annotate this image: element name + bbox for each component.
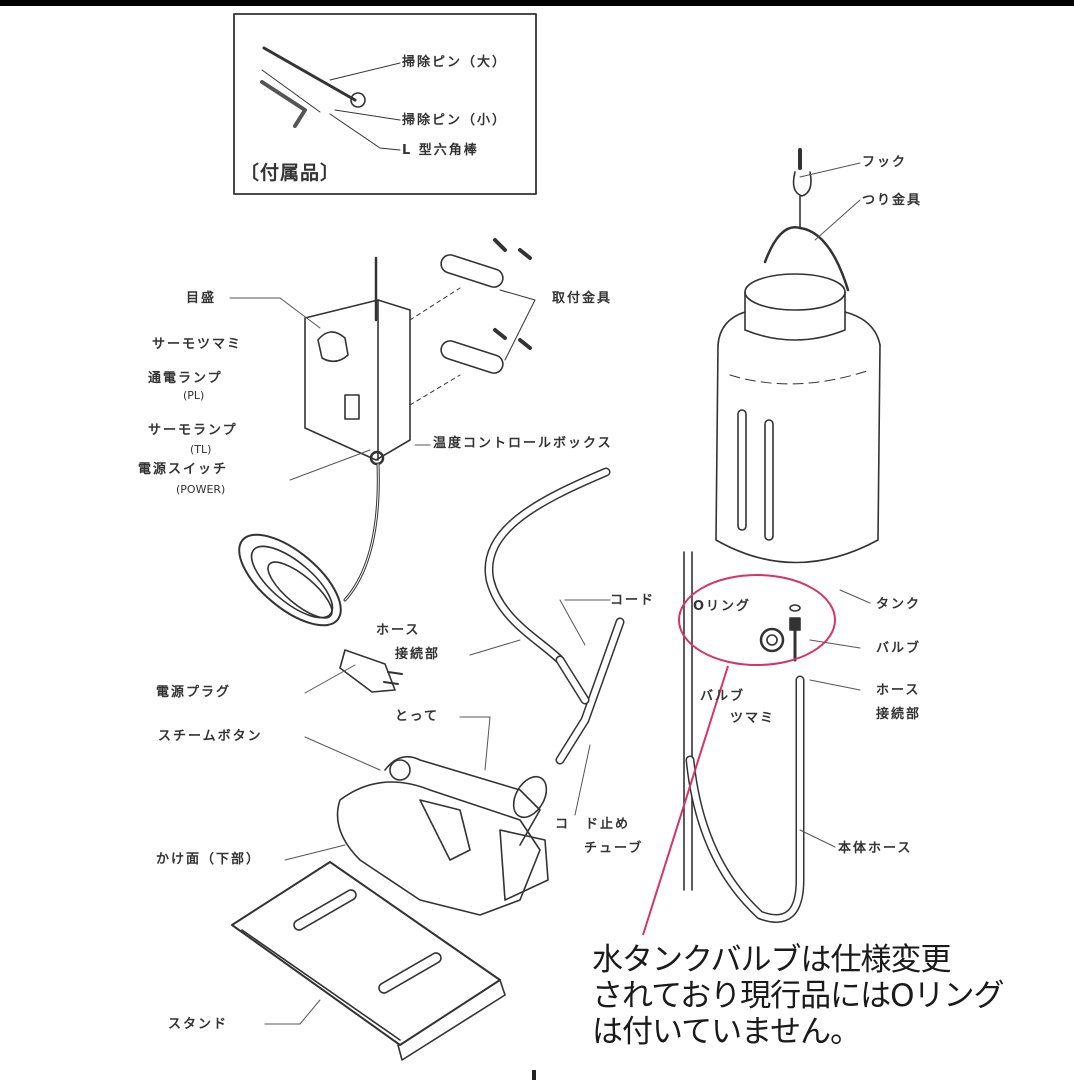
- label-thermo-knob: サーモツマミ: [152, 337, 243, 352]
- label-mounting-bracket: 取付金具: [552, 291, 613, 306]
- page-number-mark: [532, 1070, 536, 1080]
- leader-lines: [229, 162, 871, 1025]
- label-tank: タンク: [876, 597, 922, 612]
- label-cord-stop-tube-2: チューブ: [584, 841, 644, 856]
- note-line-1: 水タンクバルブは仕様変更: [592, 942, 951, 978]
- label-cleaning-pin-large: 掃除ピン（大）: [402, 55, 508, 70]
- water-tank-drawing: [683, 148, 881, 923]
- top-black-bar: [0, 0, 1074, 6]
- highlight-annotation: [642, 574, 836, 936]
- iron-hose-drawing: [484, 467, 625, 765]
- spec-change-note: 水タンクバルブは仕様変更 されており現行品にはOリング は付いていません。: [592, 942, 1005, 1050]
- mounting-bracket-drawing: [409, 238, 536, 406]
- iron-stand-drawing: [231, 861, 506, 1061]
- label-handle: とって: [395, 709, 439, 724]
- label-soleplate: かけ面（下部）: [156, 852, 262, 867]
- label-steam-button: スチームボタン: [158, 729, 263, 744]
- accessories-title: 〔付属品〕: [240, 162, 341, 184]
- label-tank-hose-connection-1: ホース: [876, 683, 921, 698]
- label-hex-wrench: L 型六角棒: [402, 143, 479, 158]
- label-power-switch: 電源スイッチ: [138, 462, 229, 477]
- accessories-box-frame: [233, 13, 537, 195]
- label-iron-hose-connection-2: 接続部: [395, 647, 441, 662]
- label-cord-stop-tube-1: コ ド止め: [555, 817, 631, 832]
- label-stand: スタンド: [168, 1017, 229, 1032]
- label-power-switch-code: (POWER): [176, 483, 226, 496]
- label-hook: フック: [862, 155, 908, 170]
- label-valve-knob-1: バルブ: [700, 689, 746, 704]
- label-hanger: つり金具: [862, 193, 923, 208]
- label-valve-knob-2: ツマミ: [730, 711, 776, 726]
- temperature-control-box-drawing: [238, 256, 411, 693]
- label-cleaning-pin-small: 掃除ピン（小）: [402, 113, 508, 128]
- label-o-ring: Oリング: [693, 599, 752, 614]
- note-line-3: は付いていません。: [592, 1014, 861, 1050]
- steam-iron-drawing: [336, 755, 549, 916]
- label-iron-hose-connection-1: ホース: [376, 623, 421, 638]
- label-thermo-lamp-code: (TL): [190, 443, 212, 456]
- note-line-2: されており現行品にはOリング: [592, 978, 1005, 1014]
- label-power-plug: 電源プラグ: [156, 685, 232, 700]
- label-thermo-lamp: サーモランプ: [148, 423, 238, 438]
- label-power-lamp-code: (PL): [183, 389, 205, 402]
- label-cord: コード: [610, 593, 656, 608]
- label-power-lamp: 通電ランプ: [148, 371, 223, 386]
- label-tank-hose-connection-2: 接続部: [876, 707, 922, 722]
- label-scale: 目盛: [186, 291, 217, 306]
- label-valve: バルブ: [876, 641, 922, 656]
- label-temp-control-box: 温度コントロールボックス: [433, 436, 613, 451]
- label-main-hose: 本体ホース: [838, 841, 913, 856]
